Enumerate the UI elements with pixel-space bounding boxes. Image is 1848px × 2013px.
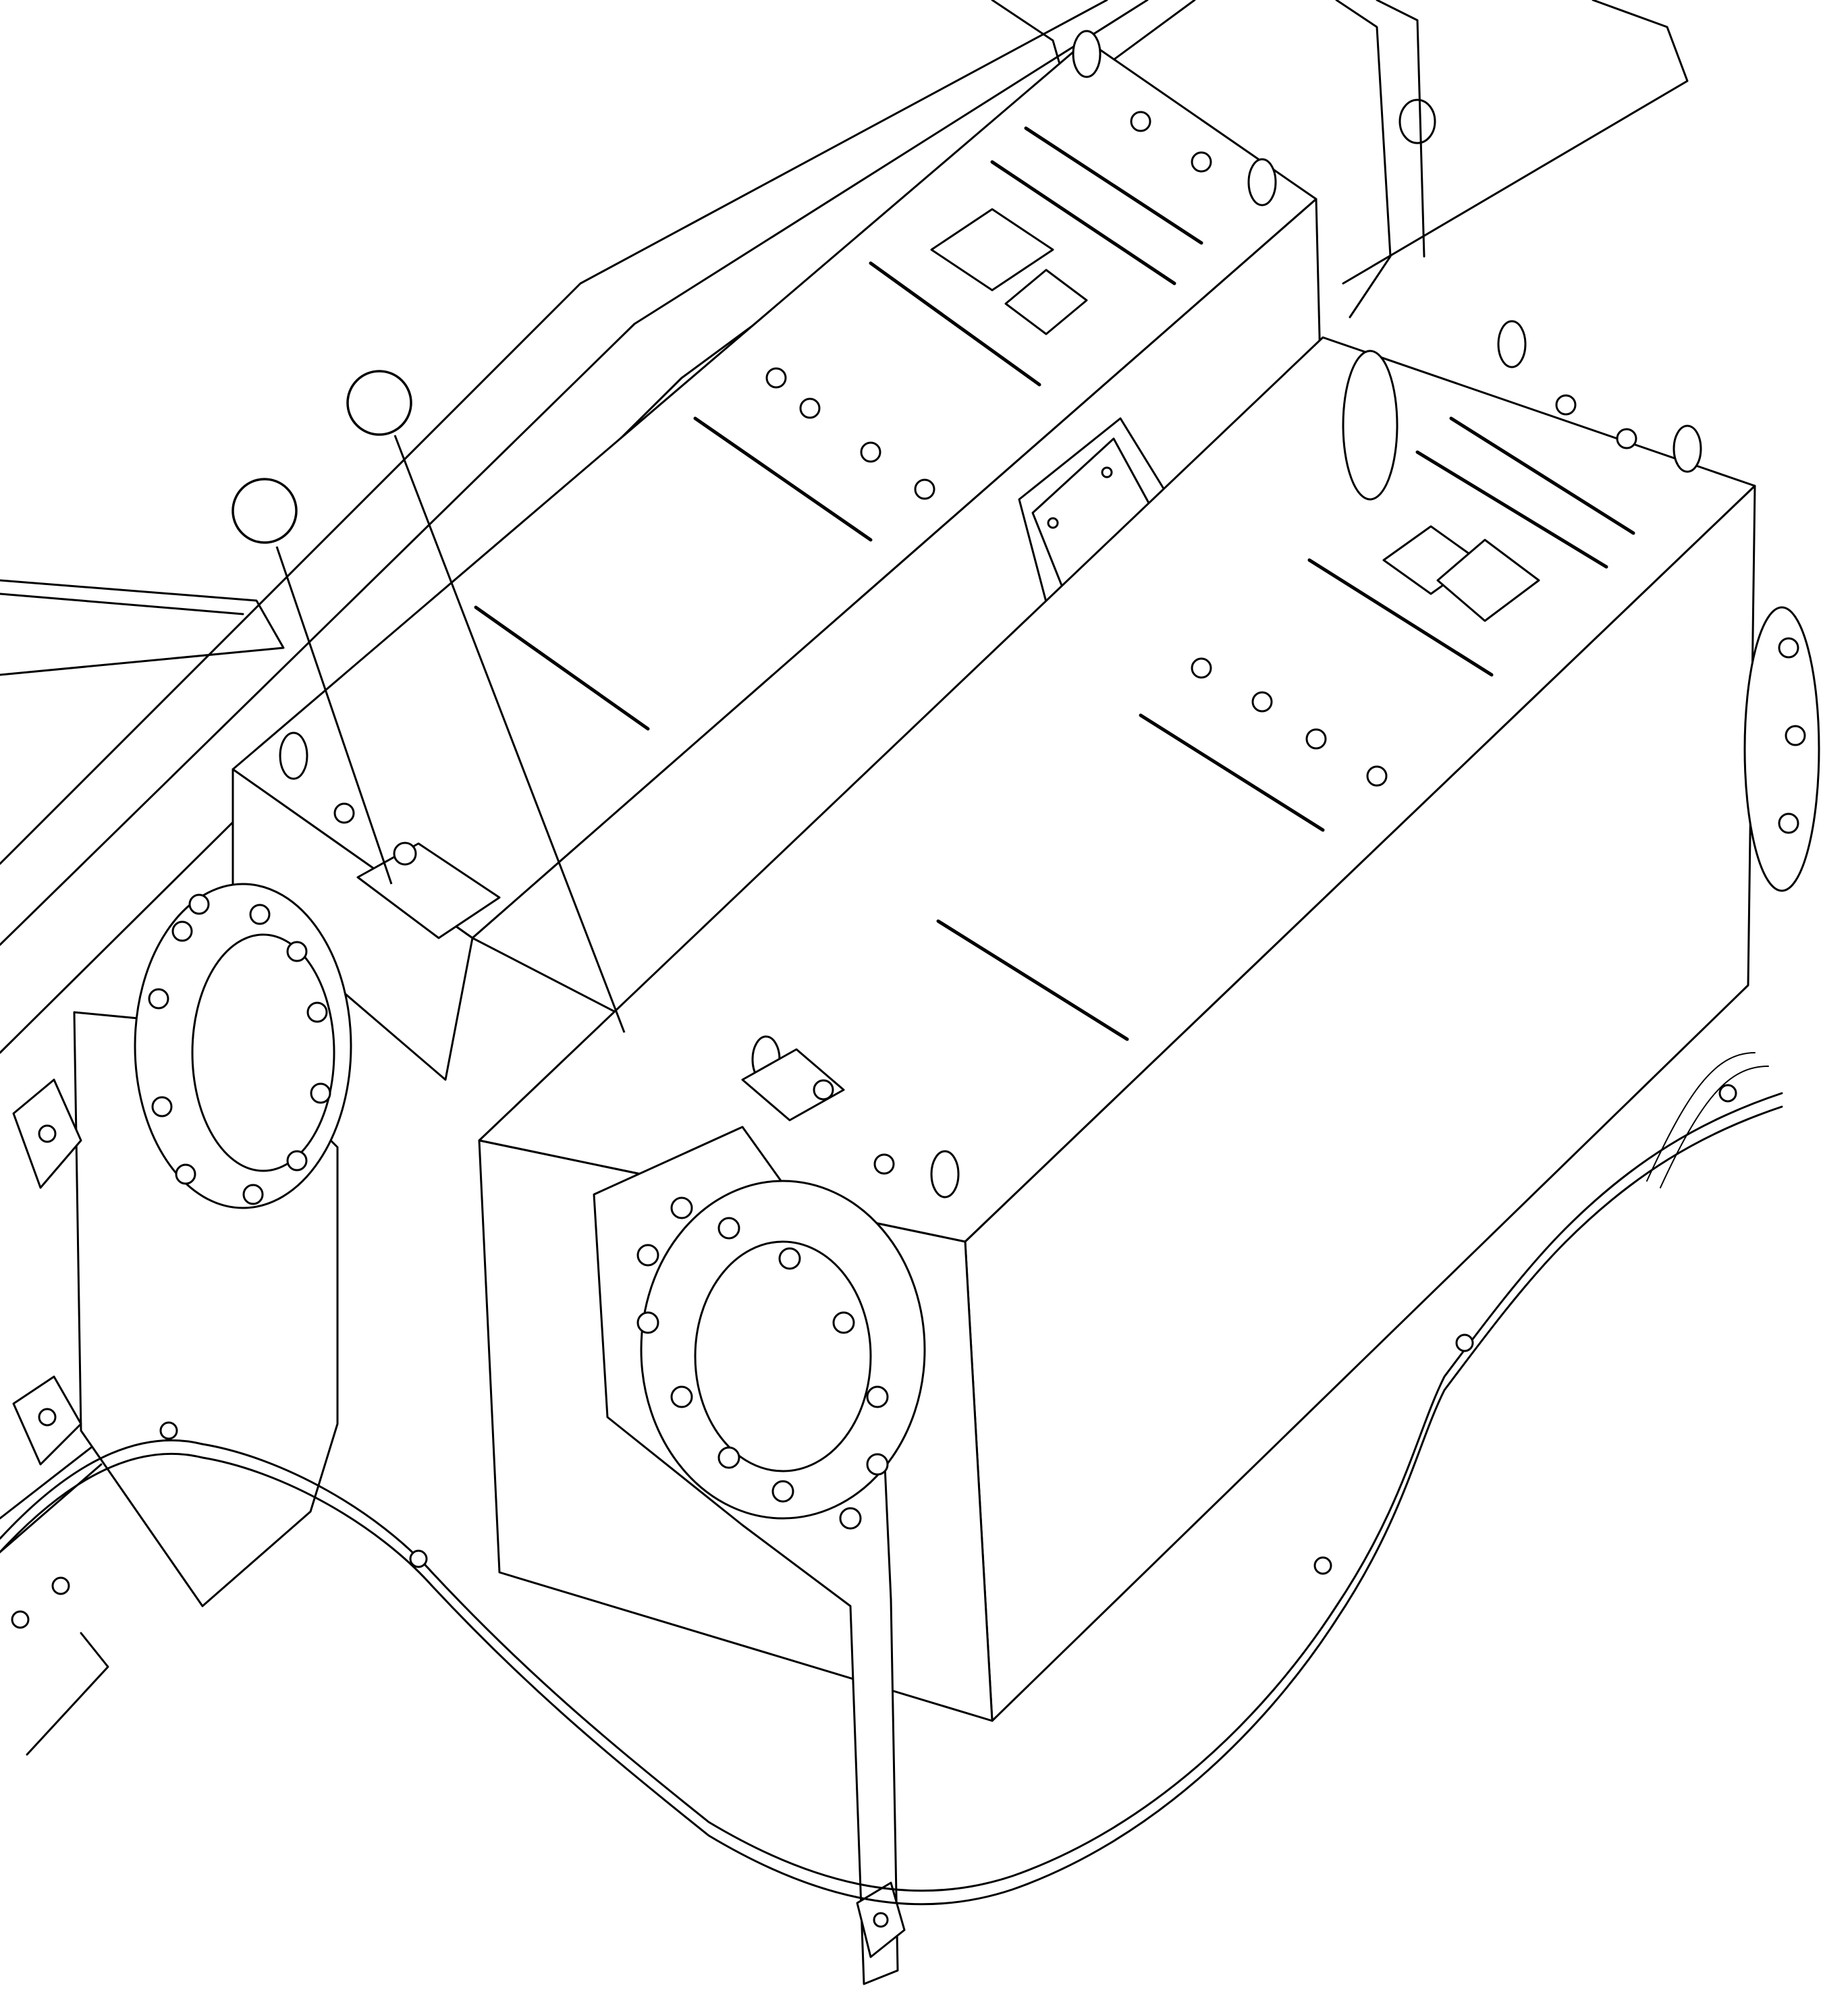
vehicle-frame xyxy=(0,0,1689,1756)
mounting-bracket xyxy=(12,1078,906,1958)
callout-2-leader xyxy=(393,435,626,1033)
callout-1 xyxy=(232,478,393,885)
callout-2-circle xyxy=(346,370,412,436)
callout-1-leader xyxy=(275,546,393,885)
callout-2 xyxy=(346,370,626,1033)
inlet-flange-right xyxy=(593,1048,926,1985)
outlet-flange xyxy=(1342,350,1820,892)
rear-muffler-box xyxy=(232,30,1324,1081)
inlet-flange-left xyxy=(73,842,501,1607)
exhaust-pipe-harness xyxy=(0,1052,1783,1906)
callout-1-circle xyxy=(232,478,298,544)
